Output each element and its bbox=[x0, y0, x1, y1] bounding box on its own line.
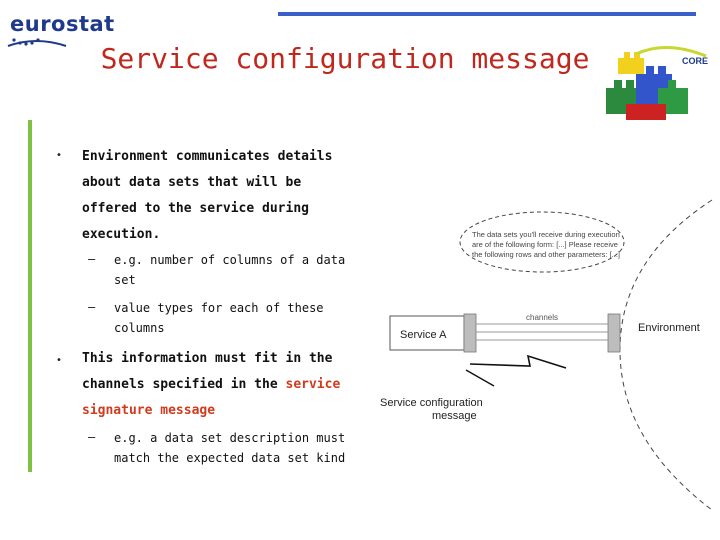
channels-label: channels bbox=[526, 313, 558, 322]
sub-bullet-line: e.g. number of columns of a data bbox=[114, 253, 346, 267]
bubble-line: The data sets you'll receive during exec… bbox=[472, 230, 620, 239]
sub-bullet-dash: – bbox=[88, 430, 96, 444]
sub-bullet-line: value types for each of these bbox=[114, 301, 324, 315]
bullet-1-line: Environment communicates details bbox=[82, 149, 333, 164]
bullet-1-line: execution. bbox=[82, 227, 161, 242]
bullet-dot: • bbox=[56, 355, 62, 366]
eurostat-stars-icon bbox=[7, 38, 67, 47]
accent-bar bbox=[28, 120, 32, 472]
environment-port bbox=[607, 313, 621, 353]
service-a-label: Service A bbox=[400, 329, 447, 341]
bubble-line: the following rows and other parameters:… bbox=[472, 250, 620, 259]
sub-bullet-line: columns bbox=[114, 321, 165, 335]
header-rule bbox=[278, 12, 696, 16]
sub-bullet-line: e.g. a data set description must bbox=[114, 431, 346, 445]
bullet-2-line: This information must fit in the bbox=[82, 351, 333, 366]
service-port bbox=[463, 313, 477, 353]
environment-label: Environment bbox=[638, 322, 700, 334]
logo-text: eurostat bbox=[10, 12, 115, 36]
bullet-2-text: This information must fit in the channel… bbox=[82, 346, 382, 424]
bullet-1-line: offered to the service during bbox=[82, 201, 309, 216]
sub-bullet-line: match the expected data set kind bbox=[114, 451, 346, 465]
bullet-1-line: about data sets that will be bbox=[82, 175, 302, 190]
bullet-2-line: channels specified in the service bbox=[82, 372, 382, 398]
environment-boundary bbox=[619, 199, 713, 510]
sub-bullet-line: set bbox=[114, 273, 136, 287]
bubble-line: are of the following form: [...] Please … bbox=[472, 240, 618, 249]
message-pointer bbox=[465, 369, 495, 387]
lightning-arrow-icon bbox=[469, 354, 567, 369]
sub-bullet-dash: – bbox=[88, 252, 96, 266]
core-blocks-logo: CORE bbox=[606, 45, 708, 120]
sub-bullet-2-text: value types for each of these columns bbox=[114, 298, 374, 338]
message-label: message bbox=[432, 410, 477, 422]
core-label: CORE bbox=[682, 56, 708, 66]
sub-bullet-1-text: e.g. number of columns of a data set bbox=[114, 250, 374, 290]
service-highlight: service bbox=[285, 377, 341, 392]
sub-bullet-3-text: e.g. a data set description must match t… bbox=[114, 428, 374, 468]
bullet-1-text: Environment communicates details about d… bbox=[82, 144, 382, 248]
sub-bullet-dash: – bbox=[88, 300, 96, 314]
signature-message-highlight: signature message bbox=[82, 403, 216, 418]
page-title: Service configuration message bbox=[100, 42, 590, 75]
message-label: Service configuration bbox=[380, 397, 483, 409]
bullet-2-line-text: channels specified in the bbox=[82, 377, 286, 392]
service-diagram: The data sets you'll receive during exec… bbox=[380, 199, 713, 510]
speech-bubble bbox=[459, 211, 625, 273]
bullet-dot: • bbox=[56, 150, 62, 161]
eurostat-logo bbox=[6, 8, 102, 50]
